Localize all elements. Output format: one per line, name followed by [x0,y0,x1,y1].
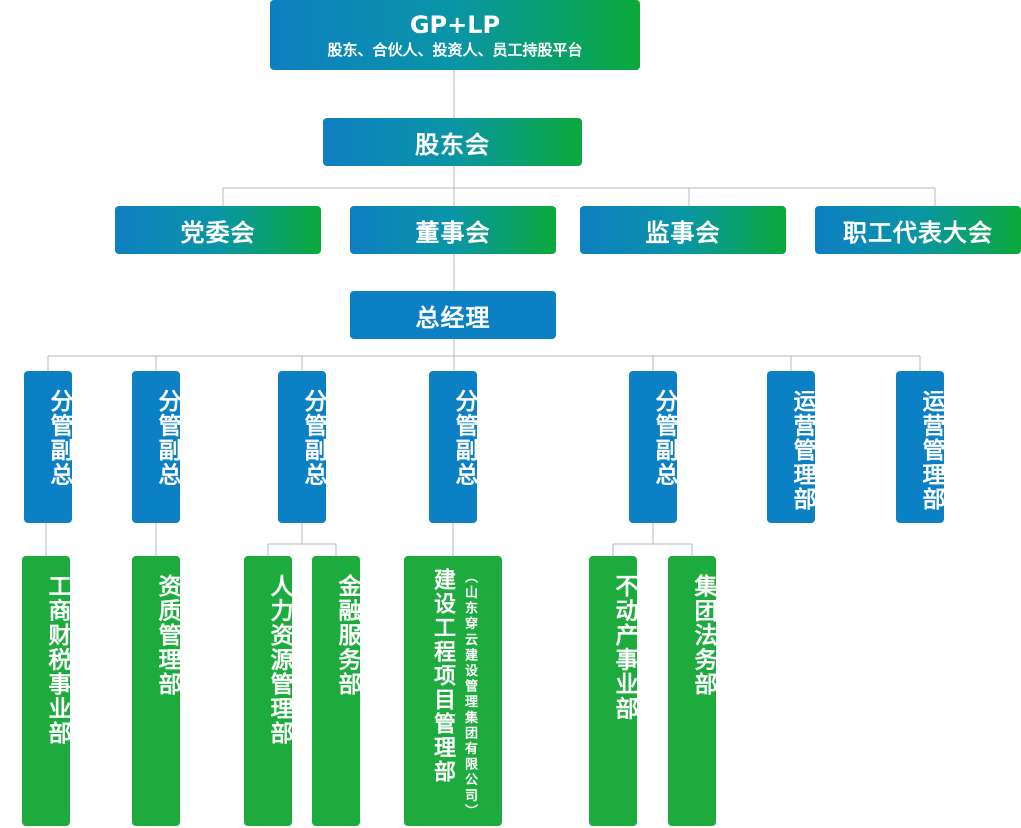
root-title: GP+LP [409,10,501,39]
node-note: （山东穿云建设管理集团有限公司） [462,570,477,820]
node-party-committee: 党委会 [115,206,321,254]
node-label: 总经理 [415,303,491,332]
node-label: 董事会 [415,218,491,247]
node-label: 不动产事业部 [611,574,637,721]
node-dept-hr: 人力资源管理部 [244,556,292,826]
root-node: GP+LP 股东、合伙人、投资人、员工持股平台 [270,0,640,70]
node-vp-1: 分管副总 [24,371,72,523]
node-label: 分管副总 [651,389,677,487]
node-label: 分管副总 [451,389,477,487]
node-general-manager: 总经理 [350,291,556,339]
node-label: 股东会 [415,130,490,159]
root-subtitle: 股东、合伙人、投资人、员工持股平台 [327,41,583,60]
node-dept-real-estate: 不动产事业部 [589,556,637,826]
node-label: 分管副总 [300,389,326,487]
node-dept-business-tax: 工商财税事业部 [22,556,70,826]
node-label: 监事会 [645,218,721,247]
node-label: 运营管理部 [918,389,944,512]
node-vp-2: 分管副总 [132,371,180,523]
node-label: 分管副总 [46,389,72,487]
node-dept-legal: 集团法务部 [668,556,716,826]
node-operations-1: 运营管理部 [767,371,815,523]
node-vp-5: 分管副总 [629,371,677,523]
node-label: 金融服务部 [334,574,360,697]
node-workers-congress: 职工代表大会 [815,206,1021,254]
node-dept-qualification: 资质管理部 [132,556,180,826]
node-label: 集团法务部 [690,574,716,697]
node-supervisors: 监事会 [580,206,786,254]
node-label: 工商财税事业部 [44,574,70,746]
node-vp-4: 分管副总 [429,371,477,523]
node-vp-3: 分管副总 [278,371,326,523]
node-dept-construction-project: 建设工程项目管理部 （山东穿云建设管理集团有限公司） [404,556,502,826]
node-label: 分管副总 [154,389,180,487]
node-shareholders: 股东会 [323,118,582,166]
node-label: 运营管理部 [789,389,815,512]
node-label: 人力资源管理部 [266,574,292,746]
node-dept-finance: 金融服务部 [312,556,360,826]
node-label: 职工代表大会 [843,218,993,247]
node-operations-2: 运营管理部 [896,371,944,523]
node-label: 党委会 [180,218,256,247]
node-label: 资质管理部 [154,574,180,697]
node-label: 建设工程项目管理部 [430,568,455,784]
node-board: 董事会 [350,206,556,254]
